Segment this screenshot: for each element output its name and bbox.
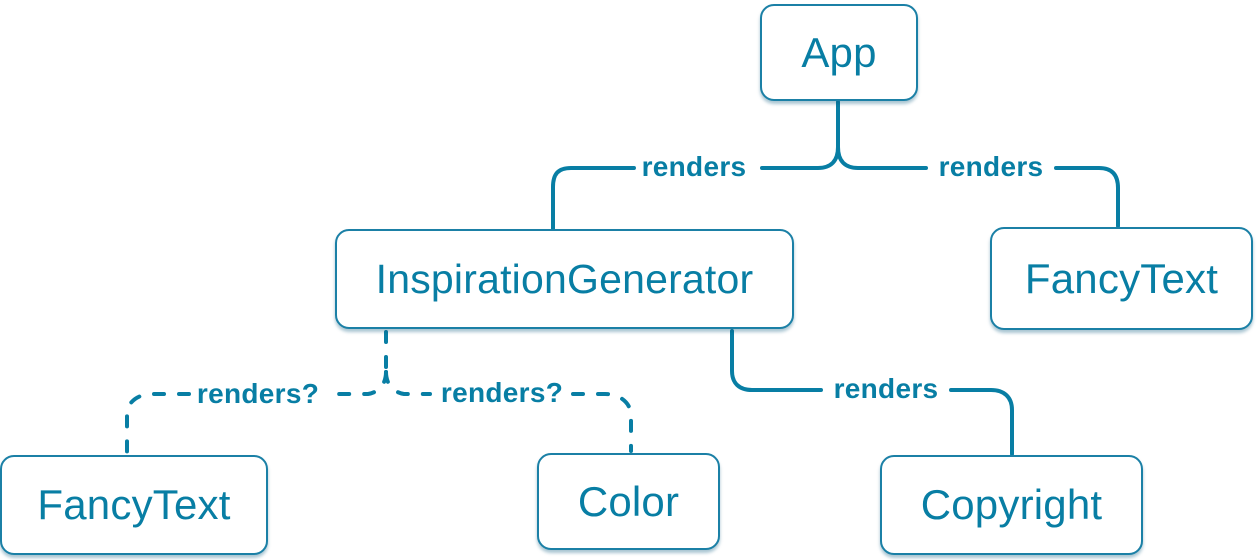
edge-dashed-left-arm — [336, 370, 388, 396]
edge-app-to-inspiration-left-arm — [760, 145, 840, 170]
edge-label-inspiration-renders-fancytext: renders? — [196, 378, 320, 409]
node-fancy-text-right: FancyText — [990, 227, 1253, 330]
edge-into-fancytext-right — [1054, 166, 1120, 228]
edge-label-inspiration-renders-color: renders? — [440, 377, 564, 408]
edge-into-fancytext-left — [125, 392, 191, 455]
edge-into-inspiration — [551, 166, 636, 231]
edge-inspiration-to-copyright-end — [949, 388, 1014, 456]
node-color: Color — [537, 453, 720, 550]
edge-inspiration-to-copyright-start — [730, 329, 823, 392]
node-app: App — [760, 4, 918, 101]
node-copyright: Copyright — [880, 455, 1143, 555]
edge-dashed-right-arm — [384, 370, 432, 396]
edge-into-color — [571, 392, 633, 453]
edge-label-app-renders-inspiration: renders — [641, 151, 747, 182]
edge-label-inspiration-renders-copyright: renders — [833, 373, 939, 404]
node-inspiration-generator: InspirationGenerator — [335, 229, 794, 329]
node-fancy-text-left: FancyText — [0, 455, 268, 555]
edge-label-app-renders-fancytext: renders — [938, 151, 1044, 182]
edge-app-to-fancytext-right-arm — [836, 145, 928, 170]
